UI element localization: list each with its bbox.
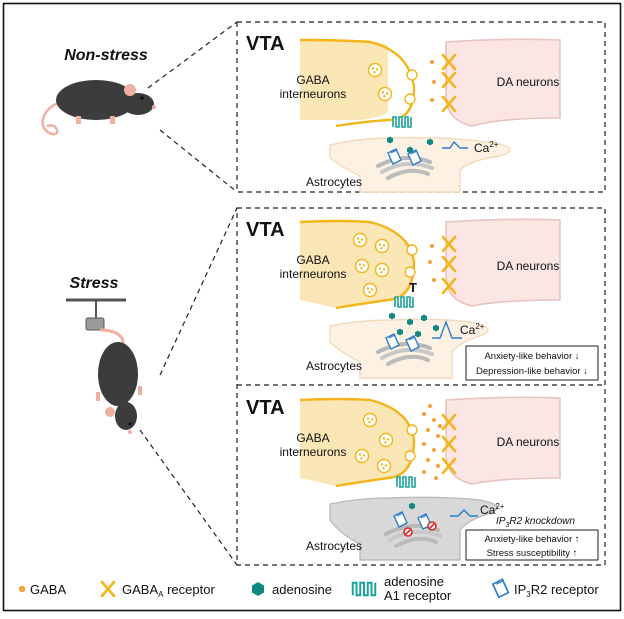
panel-2-inhibit-mark: T bbox=[409, 280, 417, 295]
legend-gaba-a-label: GABAA receptor bbox=[122, 582, 215, 599]
panel-1-gaba-label-line1: GABA bbox=[296, 73, 329, 87]
panel-3-da-label: DA neurons bbox=[497, 435, 560, 449]
figure-frame bbox=[2, 2, 622, 612]
panel-stress bbox=[236, 207, 606, 566]
legend-adenosine-label: adenosine bbox=[272, 582, 332, 597]
panel-2-outcome-2: Depression-like behavior ↓ bbox=[476, 366, 588, 377]
legend-ip3r2-label: IP3R2 receptor bbox=[514, 582, 599, 599]
mouse-non-stress-icon bbox=[41, 80, 156, 136]
mouse-stress-icon bbox=[66, 298, 142, 434]
stress-label: Stress bbox=[70, 275, 119, 292]
panel-2-calcium-label: Ca2+ bbox=[460, 322, 485, 337]
panel-2-gaba-label-line1b: interneurons bbox=[280, 267, 347, 281]
panel-3-astrocyte-label: Astrocytes bbox=[306, 539, 362, 553]
legend: GABA GABAA receptor adenosine adenosine … bbox=[18, 574, 599, 603]
panel-1-gaba-neuron bbox=[300, 40, 388, 120]
panel-2-da-label: DA neurons bbox=[497, 259, 560, 273]
legend-gaba-label: GABA bbox=[30, 582, 66, 597]
legend-a1-label-line1: adenosine bbox=[384, 574, 444, 589]
panel-2-da-neuron bbox=[445, 218, 561, 307]
panel-3-knockdown-label: IP3R2 knockdown bbox=[496, 516, 575, 529]
panel-3-outcome-1: Anxiety-like behavior ↑ bbox=[484, 534, 579, 545]
panel-2-outcome-box bbox=[465, 345, 599, 381]
connector-lines bbox=[139, 21, 238, 566]
panel-3-da-neuron bbox=[445, 396, 561, 485]
panel-2-outcome-1: Anxiety-like behavior ↓ bbox=[484, 351, 579, 362]
legend-a1-receptor-icon bbox=[351, 581, 377, 597]
panel-1-calcium-label: Ca2+ bbox=[474, 140, 499, 155]
legend-adenosine-icon bbox=[252, 582, 264, 596]
panel-3-gaba-release bbox=[422, 404, 442, 480]
panel-1-gaba-label-line2: interneurons bbox=[280, 87, 347, 101]
panel-3-calcium-label: Ca2+ bbox=[480, 502, 505, 517]
legend-ip3r2-icon bbox=[491, 578, 510, 599]
panel-2-region-label: VTA bbox=[246, 219, 285, 241]
panel-1-region-label: VTA bbox=[246, 33, 285, 55]
panel-3-region-label: VTA bbox=[246, 397, 285, 419]
panel-3-knockdown-icon bbox=[403, 521, 437, 537]
panel-1-content: VTA GABA interneurons DA neurons Ca2+ As… bbox=[246, 33, 561, 193]
non-stress-label: Non-stress bbox=[64, 47, 148, 64]
panel-1-da-neuron bbox=[445, 38, 561, 127]
panel-3-outcome-2: Stress susceptibility ↑ bbox=[487, 548, 578, 559]
panel-1-astrocyte-label: Astrocytes bbox=[306, 175, 362, 189]
panel-3-astrocyte bbox=[329, 496, 498, 561]
panel-2-content: VTA T GABA interneurons DA neurons bbox=[246, 218, 599, 381]
legend-gaba-dot-icon bbox=[18, 585, 26, 593]
panel-3-gaba-label-line2: interneurons bbox=[280, 445, 347, 459]
legend-a1-label-line2: A1 receptor bbox=[384, 588, 452, 603]
panel-3-outcome-box bbox=[465, 529, 599, 561]
panel-3-gaba-label-line1: GABA bbox=[296, 431, 329, 445]
panel-1-da-label: DA neurons bbox=[497, 75, 560, 89]
panel-3-content: VTA GABA interneurons DA neurons bbox=[246, 396, 599, 561]
panel-2-astrocyte-label: Astrocytes bbox=[306, 359, 362, 373]
panel-2-gaba-label-line1: GABA bbox=[296, 253, 329, 267]
legend-gaba-a-receptor-icon bbox=[100, 580, 116, 598]
